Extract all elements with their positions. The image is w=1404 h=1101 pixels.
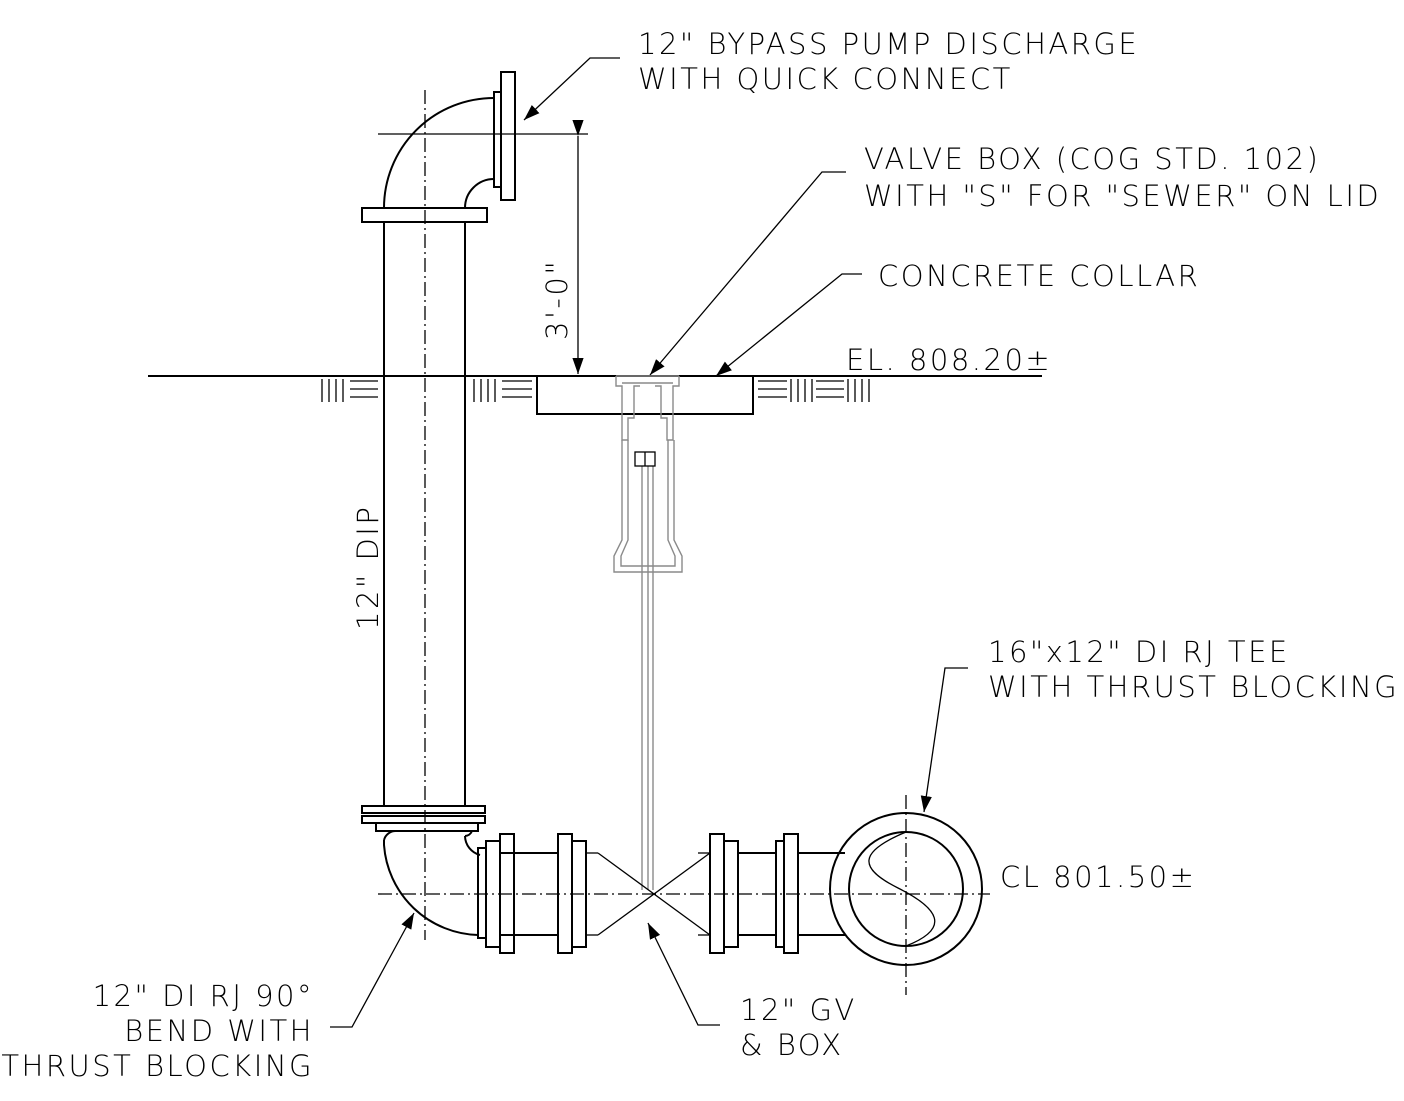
bypass-label-line2: WITH QUICK CONNECT: [638, 62, 1013, 96]
collar-label: CONCRETE COLLAR: [878, 259, 1200, 293]
quick-connect-flange: [493, 71, 516, 201]
tee-fitting: [829, 795, 983, 995]
valve-box-label-line2: WITH "S" FOR "SEWER" ON LID: [864, 179, 1381, 213]
horizontal-pipe-left: [485, 833, 587, 954]
elevation-label: EL. 808.20±: [846, 343, 1052, 377]
valve-box: [613, 375, 683, 890]
dimension-label: 3'-0": [540, 259, 574, 340]
dimension-3ft: [378, 120, 588, 374]
vertical-pipe: [383, 90, 466, 940]
concrete-collar: [536, 375, 754, 415]
gate-valve: [586, 852, 711, 936]
top-elbow: [383, 97, 495, 209]
lower-flange-3: [375, 822, 479, 832]
bend-90: [383, 829, 487, 939]
pipe-label: 12" DIP: [351, 505, 385, 630]
centerline-label: CL 801.50±: [1000, 860, 1196, 894]
lower-flange-2: [361, 815, 486, 824]
valve-operating-nut: [634, 451, 656, 467]
bend-label-line1: 12" DI RJ 90°: [93, 979, 314, 1013]
bend-label-line2: BEND WITH: [124, 1014, 314, 1048]
ground-line: [148, 375, 1042, 402]
bypass-label-line1: 12" BYPASS PUMP DISCHARGE: [638, 27, 1139, 61]
gate-valve-label-line2: & BOX: [740, 1028, 844, 1062]
bend-label-line3: THRUST BLOCKING: [1, 1049, 314, 1083]
lower-flange-1: [361, 805, 486, 814]
gate-valve-label-line1: 12" GV: [740, 993, 857, 1027]
tee-label-line2: WITH THRUST BLOCKING: [988, 670, 1399, 704]
valve-box-label-line1: VALVE BOX (COG STD. 102): [864, 142, 1320, 176]
upper-flange: [361, 207, 488, 223]
tee-label-line1: 16"x12" DI RJ TEE: [988, 635, 1290, 669]
leader-lines: [330, 57, 968, 1028]
horizontal-pipe-right: [709, 833, 845, 954]
